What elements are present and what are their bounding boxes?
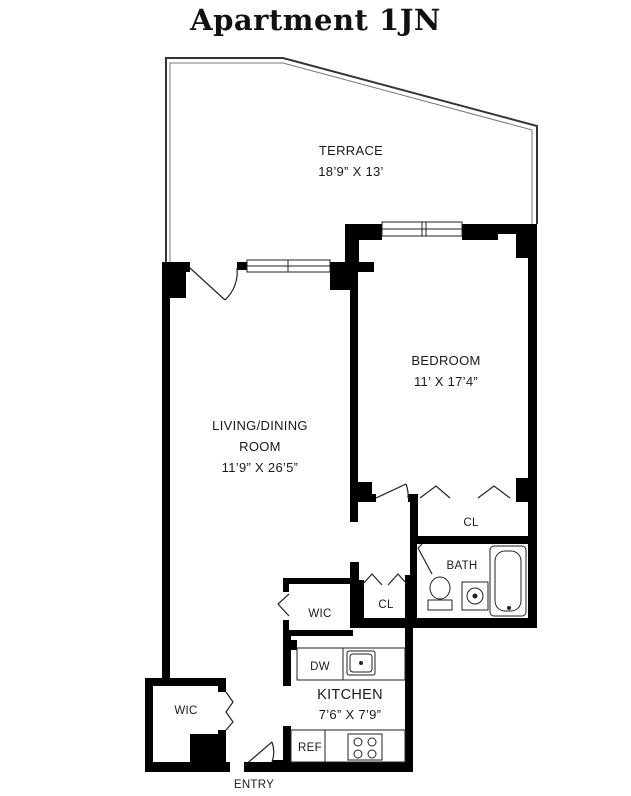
kitchen-dims: 7’6” X 7’9” [319,707,382,722]
living-name-line2: ROOM [239,439,281,454]
hall-closet-label: CL [378,599,394,611]
entry-label: ENTRY [234,779,274,791]
terrace-outline [165,57,538,262]
living-dims: 11’9” X 26’5” [222,460,299,475]
kitchen-fixtures [290,647,406,763]
terrace-outline-inner [169,62,533,262]
kitchen-name: KITCHEN [317,687,383,703]
living-room-window [246,259,331,273]
upper-wic-label: WIC [308,608,331,620]
bedroom-name: BEDROOM [411,353,480,368]
bedroom-closet-label: CL [463,517,479,529]
bath-fixtures [427,545,527,617]
bedroom-dims: 11’ X 17’4” [414,374,478,389]
terrace-name: TERRACE [319,143,383,158]
living-name-line1: LIVING/DINING [212,418,308,433]
doors [189,267,511,767]
page-title: Apartment 1JN [190,3,441,37]
walls [145,224,537,772]
bedroom-window [381,221,463,237]
lower-wic-label: WIC [174,705,197,717]
refrigerator-label: REF [298,742,322,754]
dishwasher-label: DW [310,661,330,673]
bath-label: BATH [446,560,477,572]
terrace-dims: 18’9” X 13’ [318,164,383,179]
